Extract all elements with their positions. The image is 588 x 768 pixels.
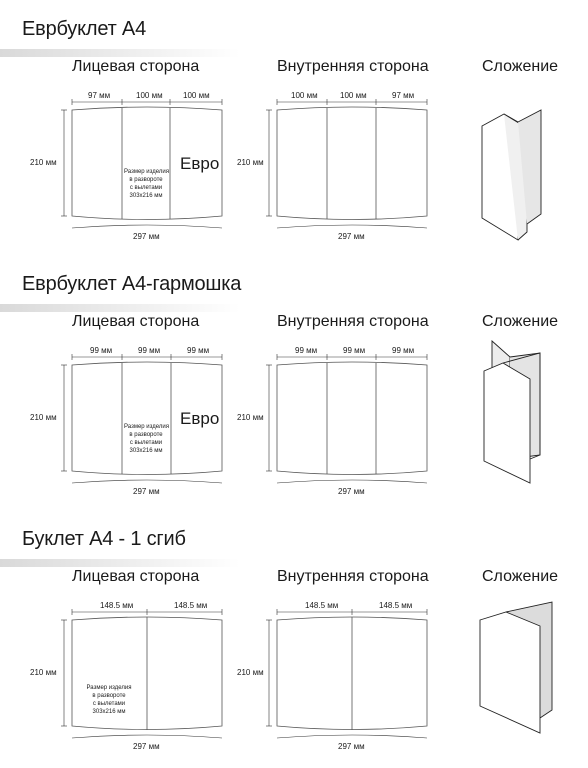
total-dimension-line — [71, 479, 223, 484]
front-sheet — [71, 106, 223, 220]
total-width-label: 297 мм — [133, 487, 160, 496]
height-label: 210 мм — [237, 413, 264, 422]
panel-width-label: 148.5 мм — [100, 601, 134, 610]
section-title: Еврбуклет А4-гармошка — [22, 273, 242, 295]
euro-label: Евро — [180, 409, 220, 428]
inner-sheet — [276, 616, 428, 730]
total-dimension-line — [276, 734, 428, 739]
panel-width-label: 99 мм — [295, 346, 318, 355]
section-eurobooklet-accordion: Еврбуклет А4-гармошка Лицевая сторона Вн… — [0, 273, 588, 528]
panel-width-label: 97 мм — [88, 91, 111, 100]
panel-width-label: 100 мм — [291, 91, 318, 100]
height-label: 210 мм — [237, 668, 264, 677]
total-width-label: 297 мм — [338, 232, 365, 241]
total-width-label: 297 мм — [338, 487, 365, 496]
inner-side-title: Внутренняя сторона — [277, 313, 429, 330]
inner-sheet — [276, 106, 428, 220]
title-underline — [0, 304, 240, 312]
height-label: 210 мм — [237, 158, 264, 167]
total-dimension-line — [71, 224, 223, 229]
folding-title: Сложение — [482, 568, 559, 585]
panel-width-label: 99 мм — [138, 346, 161, 355]
front-sheet — [71, 361, 223, 475]
panel-width-label: 99 мм — [392, 346, 415, 355]
inner-side-title: Внутренняя сторона — [277, 568, 429, 585]
folding-title: Сложение — [482, 313, 559, 330]
section-booklet-one-fold: Буклет А4 - 1 сгиб Лицевая сторона Внутр… — [0, 528, 588, 768]
total-dimension-line — [276, 224, 428, 229]
front-side-title: Лицевая сторона — [72, 568, 200, 585]
front-side-title: Лицевая сторона — [72, 313, 200, 330]
front-side-title: Лицевая сторона — [72, 58, 200, 75]
total-width-label: 297 мм — [338, 742, 365, 751]
total-dimension-line — [276, 479, 428, 484]
euro-label: Евро — [180, 154, 220, 173]
panel-width-label: 148.5 мм — [305, 601, 339, 610]
total-dimension-line — [71, 734, 223, 739]
panels-diagram — [61, 601, 553, 739]
panel-width-label: 148.5 мм — [379, 601, 413, 610]
fold-illustration — [483, 339, 541, 484]
panel-width-label: 100 мм — [340, 91, 367, 100]
title-underline — [0, 49, 240, 57]
folding-title: Сложение — [482, 58, 559, 75]
panel-width-label: 100 мм — [183, 91, 210, 100]
panel-width-label: 148.5 мм — [174, 601, 208, 610]
height-label: 210 мм — [30, 158, 57, 167]
section-title: Буклет А4 - 1 сгиб — [22, 528, 186, 550]
panel-width-label: 97 мм — [392, 91, 415, 100]
panel-width-label: 99 мм — [90, 346, 113, 355]
total-width-label: 297 мм — [133, 232, 160, 241]
section-eurobooklet-a4: Еврбуклет А4 Лицевая сторона Внутренняя … — [0, 18, 588, 273]
panel-width-label: 99 мм — [343, 346, 366, 355]
inner-sheet — [276, 361, 428, 475]
panels-diagram — [61, 339, 541, 484]
height-label: 210 мм — [30, 413, 57, 422]
panels-diagram — [61, 99, 542, 241]
panel-width-label: 100 мм — [136, 91, 163, 100]
section-title: Еврбуклет А4 — [22, 18, 146, 40]
total-width-label: 297 мм — [133, 742, 160, 751]
fold-illustration — [481, 109, 542, 241]
height-label: 210 мм — [30, 668, 57, 677]
title-underline — [0, 559, 240, 567]
panel-width-label: 99 мм — [187, 346, 210, 355]
inner-side-title: Внутренняя сторона — [277, 58, 429, 75]
front-sheet — [71, 616, 223, 730]
fold-illustration — [479, 601, 553, 734]
